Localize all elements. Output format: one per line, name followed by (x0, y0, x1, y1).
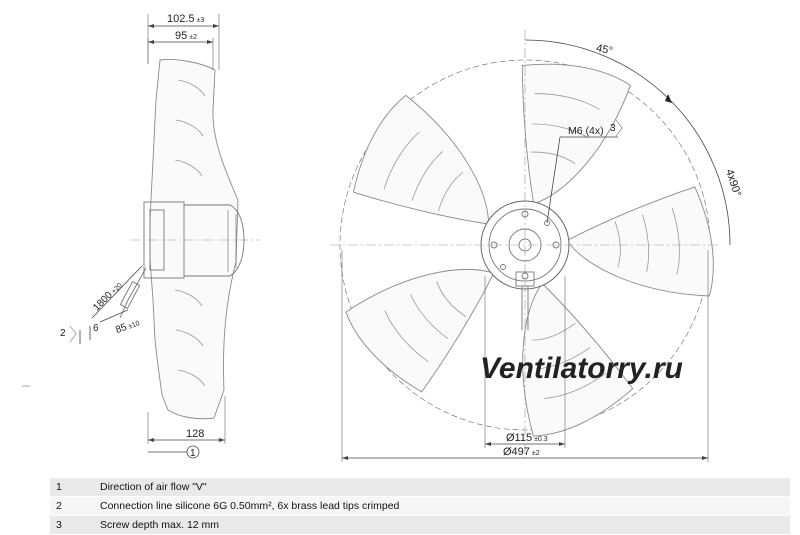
impeller-blade (522, 282, 634, 437)
callout-1: 1 (190, 448, 196, 459)
angle-45: 45° (595, 42, 614, 57)
dim-overall-depth: 102.5±3 (167, 13, 204, 25)
note-text: Connection line silicone 6G 0.50mm², 6x … (94, 496, 790, 516)
note-text: Screw depth max. 12 mm (94, 515, 790, 535)
screw-label: M6 (4x) (568, 125, 604, 137)
dim-cable-length: 1800+20 (91, 280, 124, 313)
impeller-blade (345, 269, 495, 393)
impeller-blade (521, 63, 632, 205)
dim-strip-length: 6 (93, 323, 99, 334)
impeller-blades (345, 63, 714, 437)
side-view: 102.5±3 95±2 128 1 1800+20 85±10 6 2 (22, 13, 260, 459)
front-cable (521, 286, 529, 330)
impeller-blade (566, 186, 714, 297)
dim-inner-depth: 95±2 (175, 30, 197, 42)
callout-2: 2 (60, 328, 66, 339)
side-blade-outline (149, 59, 239, 420)
angle-pattern-arc (669, 99, 731, 246)
callout-3: 3 (610, 123, 616, 134)
note-number: 1 (50, 478, 94, 497)
dim-hub-diameter: Ø115±0.3 (506, 432, 548, 444)
dim-bottom-width: 128 (186, 428, 204, 440)
callout-1-circle (186, 445, 200, 459)
angle-pattern: 4x90° (723, 168, 743, 199)
watermark: Ventilatorry.ru (480, 352, 683, 385)
dim-outer-diameter: Ø497±2 (503, 446, 540, 458)
note-number: 2 (50, 496, 94, 516)
note-text: Direction of air flow "V" (94, 478, 790, 497)
angle-arc (524, 39, 671, 101)
front-view: 45° 4x90° M6 (4x) 3 Ø115±0.3 Ø497±2 (330, 30, 743, 462)
dim-sleeve-length: 85±10 (114, 317, 141, 336)
note-number: 3 (50, 515, 94, 535)
impeller-blade (352, 94, 490, 225)
technical-drawing: 102.5±3 95±2 128 1 1800+20 85±10 6 2 (22, 13, 743, 462)
